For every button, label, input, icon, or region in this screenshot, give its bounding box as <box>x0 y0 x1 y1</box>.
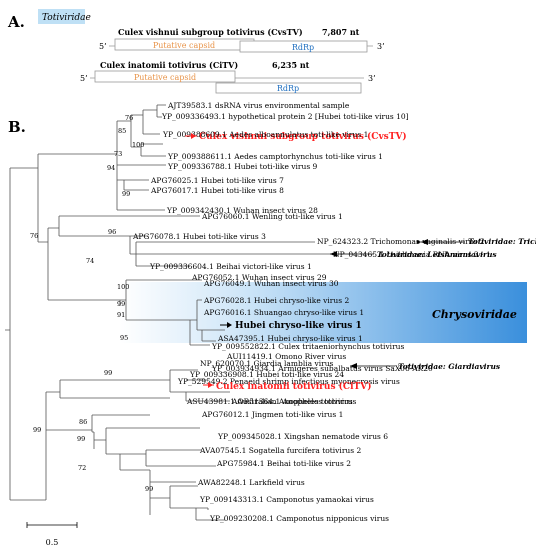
cvstv-arrow-head <box>191 133 196 139</box>
taxon-label: NP_043465.1 Leishmania RNA virus 2 - 1 <box>333 250 491 259</box>
bootstrap-value: 100 <box>117 283 129 291</box>
genome-1-length: 7,807 nt <box>322 27 360 37</box>
taxon-label: YP_529549.2 Penaeid shrimp infectious my… <box>177 377 400 386</box>
taxon-label: APG76017.1 Hubei toti-like virus 8 <box>150 186 284 195</box>
phylogenetic-tree <box>5 104 331 521</box>
taxon-label: AJT39583.1 dsRNA virus environmental sam… <box>167 101 350 110</box>
bootstrap-value: 99 <box>122 190 130 198</box>
bootstrap-values: 76 85 73 100 94 99 96 76 74 100 99 91 95 99 99 86 99 72 99 <box>30 114 153 493</box>
taxon-label: AWA82248.1 Larkfield virus <box>197 478 305 487</box>
bootstrap-value: 95 <box>120 334 128 342</box>
bootstrap-value: 99 <box>117 300 125 308</box>
genome-1-rdrp-label: RdRp <box>292 43 314 52</box>
scale-bar-label: 0.5 <box>46 538 59 547</box>
bootstrap-value: 85 <box>118 127 126 135</box>
trichomonasvirus-arrow-head <box>421 239 428 245</box>
taxon-label: APG76078.1 Hubei toti-like virus 3 <box>132 232 266 241</box>
taxon-label: YP_009336604.1 Beihai victori-like virus… <box>149 262 312 271</box>
genome-2-five-prime: 5’ <box>80 74 88 83</box>
taxon-label: YP_003934934.1 Armigeres subalbatus viru… <box>211 364 433 373</box>
chrysoviridae-clade-highlight <box>120 282 527 343</box>
bootstrap-value: 74 <box>86 257 94 265</box>
genome-1-capsid-label: Putative capsid <box>153 41 215 50</box>
taxon-label: YP_009336908.1 Hubei toti-like virus 24 <box>189 370 344 379</box>
hubei-chryso-arrow-head <box>227 322 232 328</box>
genome-2-length: 6,235 nt <box>272 60 310 70</box>
annotation-trichomonasvirus: Totiviridae: Trichomonasvirus <box>468 237 536 246</box>
genome-2-three-prime: 3’ <box>368 74 376 83</box>
taxon-label: NP_620070.1 Giardia lamblia virus <box>200 359 334 368</box>
annotation-giardiavirus: Totiviridae: Giardiavirus <box>398 362 501 371</box>
taxon-label: Culex inatomii totivirus (CiTV) <box>216 381 371 392</box>
genome-2-rdrp-box <box>215 82 362 94</box>
genome-2-rdrp-label: RdRp <box>277 84 299 93</box>
bootstrap-value: 99 <box>145 485 153 493</box>
bootstrap-value: 86 <box>79 418 87 426</box>
bootstrap-value: 76 <box>125 114 133 122</box>
genome-2-name: Culex inatomii totivirus (CiTV) <box>100 60 238 70</box>
taxon-label: YP_009552822.1 Culex tritaeniorhynchus t… <box>211 342 404 351</box>
genome-2-capsid-box <box>94 70 236 83</box>
taxon-labels: AJT39583.1 dsRNA virus environmental sam… <box>132 101 491 523</box>
taxon-label: ASA47395.1 Hubei chryso-like virus 1 <box>217 334 363 343</box>
taxon-label: APG76028.1 Hubei chryso-like virus 2 <box>203 296 349 305</box>
taxon-label: YP_009230208.1 Camponotus nipponicus vir… <box>209 514 389 523</box>
genome-1-name: Culex vishnui subgroup totivirus (CvsTV) <box>118 27 303 37</box>
genome-1-rdrp-box <box>239 40 368 53</box>
taxon-label: YP_009342430.1 Wuhan insect virus 28 <box>166 206 318 215</box>
taxon-label: APG75984.1 Beihai toti-like virus 2 <box>216 459 351 468</box>
taxon-label: YP_009336788.1 Hubei toti-like virus 9 <box>167 162 318 171</box>
bootstrap-value: 76 <box>30 232 38 240</box>
taxon-label: ASU43981.1 Australian Anopheles totiviru… <box>186 397 353 406</box>
bootstrap-value: 99 <box>104 369 112 377</box>
taxon-label: APG76060.1 Wenling toti-like virus 1 <box>201 212 343 221</box>
annotation-leishmaniavirus: Totiviridae: Leishmaniavirus <box>377 250 497 259</box>
taxon-label: APG76012.1 Jingmen toti-like virus 1 <box>201 410 343 419</box>
taxon-label: NP_624323.2 Trichomonas vaginalis virus … <box>317 237 485 246</box>
family-tag-bg <box>38 9 85 24</box>
bootstrap-value: 99 <box>77 435 85 443</box>
taxon-label: YP_009143313.1 Camponotus yamaokai virus <box>199 495 374 504</box>
bootstrap-value: 100 <box>132 141 144 149</box>
panel-b-label: B. <box>8 118 26 136</box>
bootstrap-value: 94 <box>107 164 115 172</box>
taxon-label: Culex vishnui subgroup totivirus (CvsTV) <box>199 131 407 142</box>
genome-1-three-prime: 3’ <box>377 42 385 51</box>
taxon-label: Hubei chryso-like virus 1 <box>235 321 362 331</box>
family-tag: Totiviridae <box>42 13 91 23</box>
bootstrap-value: 99 <box>33 426 41 434</box>
taxon-label: YP_009336493.1 hypothetical protein 2 [H… <box>161 112 409 121</box>
taxon-label: YP_009388611.1 Aedes camptorhynchus toti… <box>167 152 383 161</box>
bootstrap-value: 91 <box>117 311 125 319</box>
giardiavirus-arrow-head <box>350 363 357 369</box>
taxon-label: YP_009388609.1 Aedes alboannulatus toti-… <box>162 130 368 139</box>
bootstrap-value: 73 <box>114 150 122 158</box>
panel-a-label: A. <box>7 13 25 31</box>
taxon-label: AOR51364.1 Anopheles totivirus <box>231 397 357 406</box>
taxon-label: YP_009345028.1 Xingshan nematode virus 6 <box>217 432 388 441</box>
citv-arrow-head <box>208 382 213 388</box>
taxon-label: APG76049.1 Wuhan insect virus 30 <box>203 279 339 288</box>
taxon-label: APG76016.1 Shuangao chryso-like virus 1 <box>203 308 364 317</box>
taxon-label: AUI11419.1 Omono River virus <box>226 352 346 361</box>
bootstrap-value: 96 <box>108 228 116 236</box>
taxon-label: AVA07545.1 Sogatella furcifera totivirus… <box>199 446 361 455</box>
clade-label-chrysoviridae: Chrysoviridae <box>432 308 517 321</box>
taxon-label: APG76052.1 Wuhan insect virus 29 <box>191 273 327 282</box>
genome-2-capsid-label: Putative capsid <box>134 73 196 82</box>
taxon-label: APG76025.1 Hubei toti-like virus 7 <box>150 176 284 185</box>
genome-1-five-prime: 5’ <box>99 42 107 51</box>
bootstrap-value: 72 <box>78 464 86 472</box>
leishmaniavirus-arrow-head <box>330 251 337 257</box>
